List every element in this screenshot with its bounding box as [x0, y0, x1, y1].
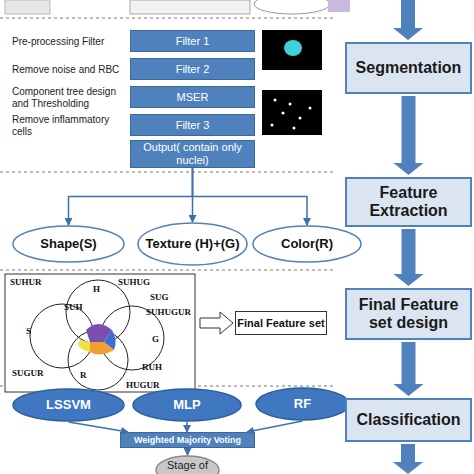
feature-ellipse: Shape(S)	[12, 225, 125, 263]
venn-label: SUHUR	[10, 277, 42, 287]
flow-arrow	[393, 444, 423, 474]
filter-box: Filter 3	[130, 114, 255, 136]
feature-ellipse: Texture (H)+(G)	[137, 222, 248, 266]
stage-box: Feature Extraction	[345, 177, 472, 227]
classifier-ellipse: LSSVM	[12, 388, 125, 422]
nuclei-image	[262, 90, 322, 135]
venn-label: SUHUG	[118, 277, 150, 287]
thumbnail-image	[5, 0, 50, 14]
ellipse-shape	[133, 389, 241, 421]
node-text: MSER	[177, 91, 209, 104]
venn-frame	[5, 274, 195, 392]
venn-label: RUH	[142, 362, 162, 372]
connector-arrow	[69, 168, 193, 225]
ellipse-shape	[156, 456, 219, 474]
filter-box: Filter 1	[130, 30, 255, 52]
venn-label: SUH	[64, 302, 83, 312]
flow-arrow	[394, 96, 424, 175]
voting-box: Weighted Majority Voting	[120, 432, 255, 448]
node-text: Classification	[356, 411, 460, 429]
section-divider	[0, 172, 335, 173]
node-text: LSSVM	[46, 398, 91, 413]
node-text: Texture (H)+(G)	[145, 237, 239, 252]
output-box: Output( contain only nuclei)	[130, 140, 255, 168]
node-text: Filter 1	[176, 35, 210, 48]
ellipse-shape	[13, 226, 124, 262]
node-text: Segmentation	[356, 59, 462, 77]
node-text: Final Feature set design	[351, 296, 466, 333]
feature-set-box: Final Feature set	[235, 311, 327, 335]
stage-box: Final Feature set design	[345, 288, 472, 340]
nucleus-dot	[274, 99, 277, 102]
venn-overlap	[78, 340, 90, 352]
step-label: Remove noise and RBC	[12, 64, 130, 76]
flow-arrow	[393, 0, 423, 40]
filter-box: Filter 2	[130, 58, 255, 80]
venn-label: HUGUR	[126, 380, 160, 390]
venn-label: SUGUR	[12, 368, 44, 378]
node-text: Shape(S)	[40, 237, 96, 252]
section-divider	[0, 270, 335, 271]
venn-label: R	[80, 370, 87, 380]
step-label: Remove inflammatory cells	[12, 114, 130, 138]
connector-arrow	[192, 168, 194, 222]
connector-arrow	[186, 422, 188, 432]
flow-arrow	[394, 229, 424, 286]
venn-circle	[66, 280, 130, 344]
classifier-ellipse: RF	[255, 387, 350, 421]
nuclei-dots	[271, 99, 312, 130]
connector-arrow	[247, 421, 303, 432]
flow-arrow	[394, 342, 424, 396]
nucleus-dot	[289, 103, 292, 106]
thumbnail-shape	[254, 0, 330, 14]
node-text: Output( contain only nuclei)	[131, 141, 254, 166]
nucleus-dot	[271, 124, 274, 127]
node-text: MLP	[173, 398, 200, 413]
connector-arrow	[187, 448, 189, 455]
classifier-ellipse: MLP	[132, 388, 242, 422]
thumbnail-image	[328, 0, 350, 12]
ellipse-shape	[13, 389, 124, 421]
venn-label: S	[26, 326, 31, 336]
nucleus-dot	[282, 112, 285, 115]
node-text: Filter 3	[176, 119, 210, 132]
connector-arrow	[69, 422, 129, 432]
ellipse-shape	[138, 223, 247, 265]
ellipse-shape	[256, 388, 349, 420]
nucleus-dot	[309, 107, 312, 110]
venn-label: SUHUGUR	[146, 307, 191, 317]
venn-label: H	[93, 284, 100, 294]
nucleus-dot	[299, 117, 302, 120]
node-text: Feature Extraction	[351, 184, 466, 221]
connector-arrow	[193, 168, 308, 225]
ellipse-shape	[253, 226, 361, 262]
node-text: Final Feature set	[237, 317, 324, 330]
node-text: Stage of	[167, 459, 208, 472]
node-text: Filter 2	[176, 63, 210, 76]
section-divider	[0, 18, 335, 19]
hollow-arrow	[200, 312, 233, 334]
result-ellipse: Stage of	[155, 455, 220, 474]
stage-box: Classification	[345, 398, 472, 442]
venn-overlap	[90, 342, 114, 355]
node-text: Color(R)	[281, 237, 333, 252]
filter-box: MSER	[130, 86, 255, 108]
node-text: RF	[294, 397, 311, 412]
node-text: Weighted Majority Voting	[134, 435, 241, 445]
venn-label: SUG	[150, 292, 169, 302]
step-label: Pre-processing Filter	[12, 36, 130, 48]
feature-ellipse: Color(R)	[252, 225, 362, 263]
step-label: Component tree design and Thresholding	[12, 86, 130, 110]
nucleus-dot	[293, 127, 296, 130]
thumbnail-image	[130, 0, 250, 14]
segmentation-image	[262, 30, 322, 70]
venn-circle	[30, 304, 94, 368]
stage-box: Segmentation	[345, 42, 472, 94]
venn-label: G	[152, 334, 159, 344]
nucleus-blob	[284, 40, 302, 56]
